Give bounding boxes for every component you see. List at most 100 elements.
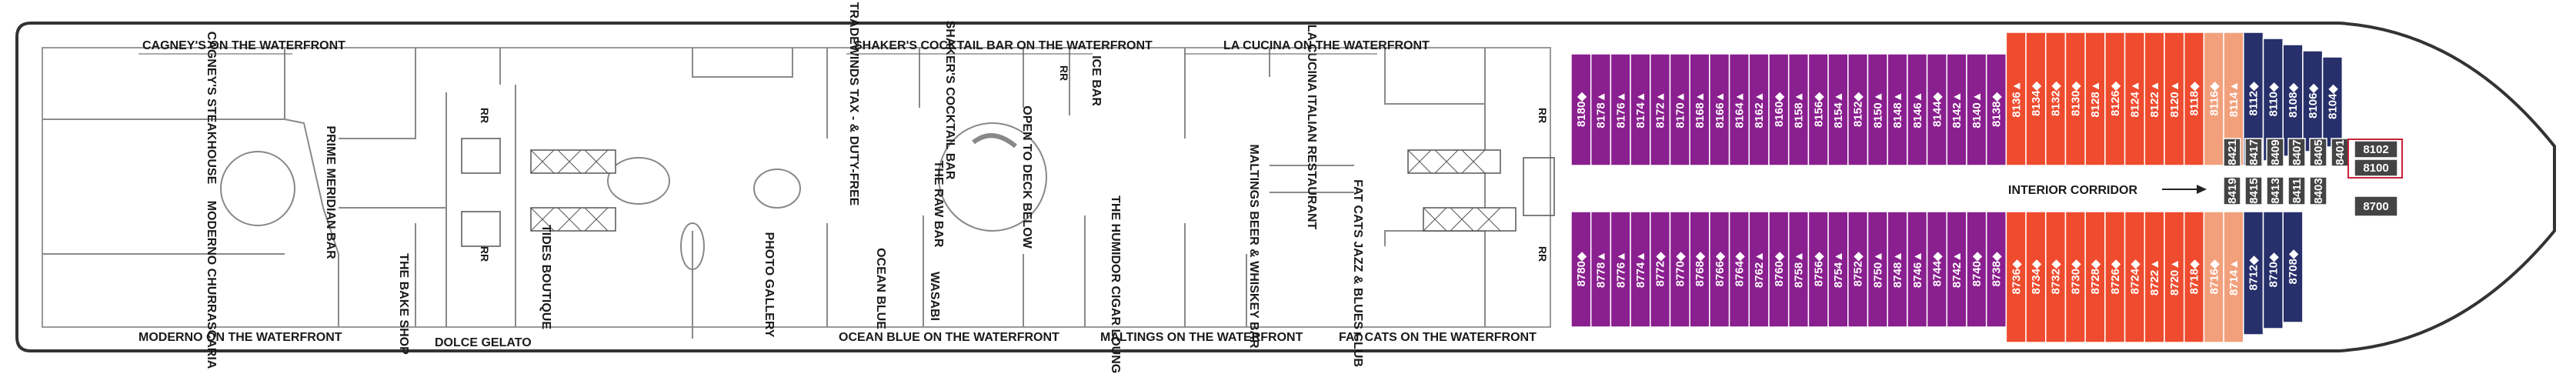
- cabin-balcony[interactable]: 8744◆: [1926, 211, 1948, 328]
- cabin-balcony[interactable]: 8160◆: [1768, 53, 1790, 166]
- cabin-number: 8738◆: [1990, 252, 2004, 286]
- cabin-balcony[interactable]: 8742▲: [1946, 211, 1967, 328]
- cabin-balcony[interactable]: 8176▲: [1610, 53, 1631, 166]
- cabin-balcony[interactable]: 8748▲: [1887, 211, 1908, 328]
- cabin-club[interactable]: 8128▲: [2084, 32, 2106, 166]
- cabin-suite[interactable]: 8100: [2354, 159, 2398, 177]
- cabin-mini[interactable]: 8116◆: [2203, 32, 2224, 166]
- cabin-balcony[interactable]: 8768◆: [1689, 211, 1710, 328]
- cabin-balcony[interactable]: 8750▲: [1867, 211, 1888, 328]
- cabin-balcony[interactable]: 8178▲: [1590, 53, 1612, 166]
- cabin-balcony[interactable]: 8772◆: [1650, 211, 1671, 328]
- cabin-club[interactable]: 8132◆: [2045, 32, 2067, 166]
- cabin-suite[interactable]: 8700: [2354, 195, 2398, 217]
- cabin-interior[interactable]: 8421: [2223, 138, 2241, 167]
- cabin-club[interactable]: 8730◆: [2064, 211, 2086, 343]
- cabin-club[interactable]: 8728◆: [2084, 211, 2106, 343]
- cabin-balcony[interactable]: 8740◆: [1966, 211, 1987, 328]
- cabin-interior[interactable]: 8409: [2266, 138, 2284, 167]
- cabin-club[interactable]: 8732◆: [2045, 211, 2067, 343]
- cabin-suite[interactable]: 8108◆: [2282, 44, 2304, 157]
- cabin-balcony[interactable]: 8758▲: [1787, 211, 1810, 328]
- cabin-club[interactable]: 8130◆: [2064, 32, 2086, 166]
- cabin-balcony[interactable]: 8156◆: [1807, 53, 1829, 166]
- cabin-club[interactable]: 8124▲: [2124, 32, 2146, 166]
- cabin-balcony[interactable]: 8148▲: [1887, 53, 1908, 166]
- cabin-club[interactable]: 8118◆: [2183, 32, 2205, 166]
- cabin-interior[interactable]: 8407: [2287, 138, 2306, 167]
- cabin-club[interactable]: 8126◆: [2104, 32, 2126, 166]
- rr-label: RR: [479, 246, 491, 262]
- cabin-balcony[interactable]: 8142▲: [1946, 53, 1967, 166]
- cabin-balcony[interactable]: 8164▲: [1728, 53, 1750, 166]
- cabin-balcony[interactable]: 8158▲: [1787, 53, 1810, 166]
- cabin-suite[interactable]: 8106◆: [2302, 50, 2324, 152]
- cabin-balcony[interactable]: 8774▲: [1630, 211, 1651, 328]
- cabin-balcony[interactable]: 8746▲: [1907, 211, 1928, 328]
- cabin-balcony[interactable]: 8762▲: [1748, 211, 1770, 328]
- cabin-interior[interactable]: 8417: [2244, 138, 2263, 167]
- cabin-balcony[interactable]: 8140▲: [1966, 53, 1987, 166]
- cabin-balcony[interactable]: 8144◆: [1926, 53, 1948, 166]
- cabin-number: 8740◆: [1970, 252, 1984, 286]
- cabin-suite[interactable]: 8712◆: [2243, 211, 2264, 336]
- cabin-suite[interactable]: 8710◆: [2262, 211, 2284, 329]
- cabin-balcony[interactable]: 8776▲: [1610, 211, 1631, 328]
- cabin-interior[interactable]: 8401: [2331, 138, 2349, 167]
- cabin-balcony[interactable]: 8162▲: [1748, 53, 1770, 166]
- cabin-club[interactable]: 8122▲: [2144, 32, 2165, 166]
- cabin-suite[interactable]: 8708◆: [2282, 211, 2304, 323]
- cabin-number: 8720▲: [2168, 259, 2181, 296]
- cabin-club[interactable]: 8136▲: [2005, 32, 2027, 166]
- cabin-suite[interactable]: 8104◆: [2321, 56, 2344, 148]
- cabin-number: 8718◆: [2188, 259, 2201, 294]
- cabin-mini[interactable]: 8716◆: [2203, 211, 2224, 343]
- cabin-interior[interactable]: 8405: [2309, 138, 2327, 167]
- cabin-club[interactable]: 8120▲: [2164, 32, 2185, 166]
- cabin-balcony[interactable]: 8754▲: [1827, 211, 1849, 328]
- cabin-club[interactable]: 8726◆: [2104, 211, 2126, 343]
- cabin-balcony[interactable]: 8174▲: [1630, 53, 1651, 166]
- cabin-balcony[interactable]: 8152◆: [1847, 53, 1869, 166]
- cabin-club[interactable]: 8736◆: [2005, 211, 2027, 343]
- cabin-balcony[interactable]: 8760◆: [1768, 211, 1790, 328]
- ice-bar-label: ICE BAR: [1089, 55, 1103, 106]
- cabin-fill: [1650, 211, 1671, 328]
- cabin-fill: [2287, 176, 2306, 205]
- cabin-balcony[interactable]: 8172▲: [1650, 53, 1671, 166]
- cabin-balcony[interactable]: 8150▲: [1867, 53, 1888, 166]
- cabin-balcony[interactable]: 8180◆: [1570, 53, 1592, 166]
- cabin-balcony[interactable]: 8138◆: [1985, 53, 2007, 166]
- cabin-interior[interactable]: 8403: [2309, 176, 2327, 205]
- cabin-balcony[interactable]: 8752◆: [1847, 211, 1869, 328]
- cabin-number: 8166▲: [1713, 91, 1727, 128]
- cabin-number: 8134◆: [2030, 82, 2043, 116]
- cabin-suite[interactable]: 8102: [2354, 140, 2398, 159]
- cabin-balcony[interactable]: 8764◆: [1728, 211, 1750, 328]
- cabin-club[interactable]: 8718◆: [2183, 211, 2205, 343]
- cabin-balcony[interactable]: 8738◆: [1985, 211, 2007, 328]
- cabin-balcony[interactable]: 8168▲: [1689, 53, 1710, 166]
- cabin-club[interactable]: 8720▲: [2164, 211, 2185, 343]
- cabin-number: 8130◆: [2069, 82, 2082, 116]
- cabin-balcony[interactable]: 8170▲: [1669, 53, 1690, 166]
- cabin-club[interactable]: 8734◆: [2025, 211, 2047, 343]
- cabin-balcony[interactable]: 8756◆: [1807, 211, 1829, 328]
- cabin-interior[interactable]: 8419: [2223, 176, 2241, 205]
- cabin-club[interactable]: 8724◆: [2124, 211, 2146, 343]
- cabin-balcony[interactable]: 8766◆: [1709, 211, 1730, 328]
- cabin-interior[interactable]: 8411: [2287, 176, 2306, 205]
- cabin-interior[interactable]: 8415: [2244, 176, 2263, 205]
- cabin-club[interactable]: 8134◆: [2025, 32, 2047, 166]
- cabin-mini[interactable]: 8714▲: [2223, 211, 2244, 343]
- cabin-balcony[interactable]: 8154▲: [1827, 53, 1849, 166]
- cabin-fill: [2064, 32, 2086, 166]
- cabin-balcony[interactable]: 8166▲: [1709, 53, 1730, 166]
- cabin-balcony[interactable]: 8778▲: [1590, 211, 1612, 328]
- cabin-fill: [1847, 211, 1869, 328]
- cabin-club[interactable]: 8722▲: [2144, 211, 2165, 343]
- cabin-balcony[interactable]: 8780◆: [1570, 211, 1592, 328]
- cabin-balcony[interactable]: 8146▲: [1907, 53, 1928, 166]
- cabin-interior[interactable]: 8413: [2266, 176, 2284, 205]
- cabin-balcony[interactable]: 8770◆: [1669, 211, 1690, 328]
